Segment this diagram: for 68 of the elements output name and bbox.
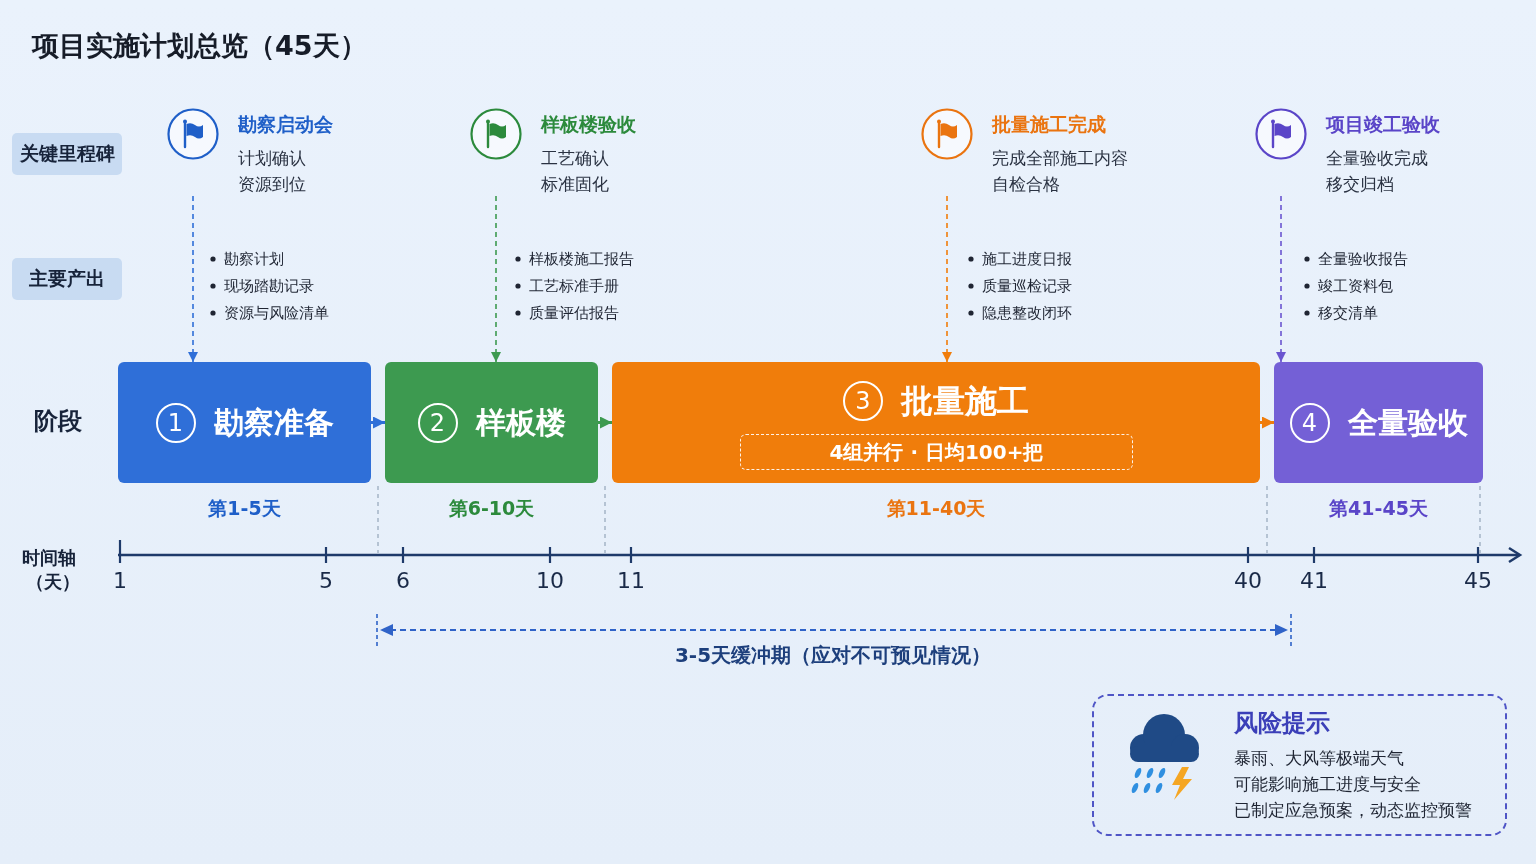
day-range-label: 第6-10天 (448, 496, 535, 520)
milestone-title: 勘察启动会 (238, 112, 333, 136)
panel-text: 暴雨、大风等极端天气 (1234, 747, 1404, 770)
milestone-title: 样板楼验收 (541, 112, 636, 136)
milestone-note: 移交归档 (1326, 173, 1394, 196)
milestone-note: 计划确认 (238, 147, 306, 170)
row-header: 主要产出 (12, 258, 122, 300)
row-header: 关键里程碑 (12, 133, 122, 175)
list-item: 竣工资料包 (1318, 276, 1393, 297)
phase-title: 样板楼 (475, 404, 566, 441)
tick-label: 45 (1464, 568, 1492, 594)
list-item: 勘察计划 (224, 249, 284, 270)
phase-title: 全量验收 (1347, 404, 1468, 441)
dashed-arrow (1276, 195, 1286, 363)
panel-text: 可能影响施工进度与安全 (1234, 773, 1421, 796)
tick-label: 11 (617, 568, 645, 594)
arrow (598, 416, 612, 429)
risk-panel (1092, 694, 1507, 836)
list-item: 移交清单 (1318, 303, 1378, 324)
phase-title: 勘察准备 (213, 404, 334, 441)
tick-label: 1 (113, 568, 127, 594)
panel-title: 风险提示 (1234, 708, 1330, 738)
list-item: 工艺标准手册 (529, 276, 619, 297)
list-item: 全量验收报告 (1318, 249, 1408, 270)
list-item: 质量评估报告 (529, 303, 619, 324)
step-number: 2 (417, 402, 458, 443)
list-item: 质量巡检记录 (982, 276, 1072, 297)
day-range-label: 第41-45天 (1329, 496, 1428, 520)
tick-label: 10 (536, 568, 564, 594)
milestone-note: 完成全部施工内容 (992, 147, 1128, 170)
list-item: 隐患整改闭环 (982, 303, 1072, 324)
list-item: 资源与风险清单 (224, 303, 329, 324)
dashed-arrow (491, 195, 501, 363)
step-number: 1 (155, 402, 196, 443)
day-range-label: 第1-5天 (208, 496, 281, 520)
milestone-title: 批量施工完成 (992, 112, 1106, 136)
dimension-label: 3-5天缓冲期（应对不可预见情况） (674, 642, 992, 668)
milestone-note: 自检合格 (992, 173, 1060, 196)
list-item: 现场踏勘记录 (224, 276, 314, 297)
diagram-title: 项目实施计划总览（45天） (32, 29, 367, 63)
tick-label: 6 (396, 568, 410, 594)
arrow (1260, 416, 1274, 429)
milestone-note: 资源到位 (238, 173, 306, 196)
milestone-note: 工艺确认 (541, 147, 609, 170)
milestone-note: 全量验收完成 (1326, 147, 1428, 170)
day-range-label: 第11-40天 (886, 496, 986, 520)
phase-block (385, 362, 598, 483)
phase-block (612, 362, 1260, 483)
axis-title: （天） (26, 570, 80, 594)
milestone-title: 项目竣工验收 (1326, 112, 1440, 136)
dashed-arrow (942, 195, 952, 363)
tick-label: 5 (319, 568, 333, 594)
step-number: 3 (843, 381, 883, 421)
tick-label: 40 (1234, 568, 1262, 594)
row-label: 阶段 (34, 406, 82, 436)
dashed-arrow (188, 195, 198, 363)
arrow (371, 416, 385, 429)
summary-tag: 4组并行 · 日均100+把 (740, 434, 1133, 470)
phase-title: 批量施工 (901, 383, 1029, 419)
list-item: 施工进度日报 (982, 249, 1072, 270)
tick-label: 41 (1300, 568, 1328, 594)
axis-title: 时间轴 (22, 546, 76, 570)
phase-block (1274, 362, 1483, 483)
milestone-note: 标准固化 (541, 173, 609, 196)
panel-text: 已制定应急预案，动态监控预警 (1234, 799, 1472, 822)
phase-block (118, 362, 371, 483)
list-item: 样板楼施工报告 (529, 249, 634, 270)
step-number: 4 (1289, 402, 1330, 443)
